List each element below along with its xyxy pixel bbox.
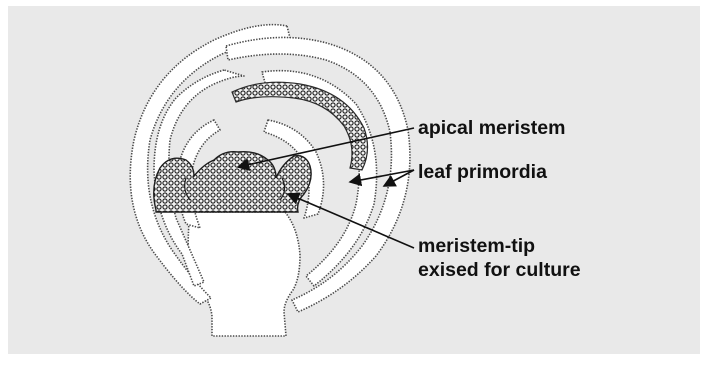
label-exised-for-culture: exised for culture [418,258,581,282]
stem-base [188,212,300,336]
meristem-dome [154,152,311,212]
label-meristem-tip: meristem-tip [418,234,535,258]
label-leaf-primordia: leaf primordia [418,160,547,184]
label-apical-meristem: apical meristem [418,116,565,140]
pointer-apical-meristem [238,128,414,167]
